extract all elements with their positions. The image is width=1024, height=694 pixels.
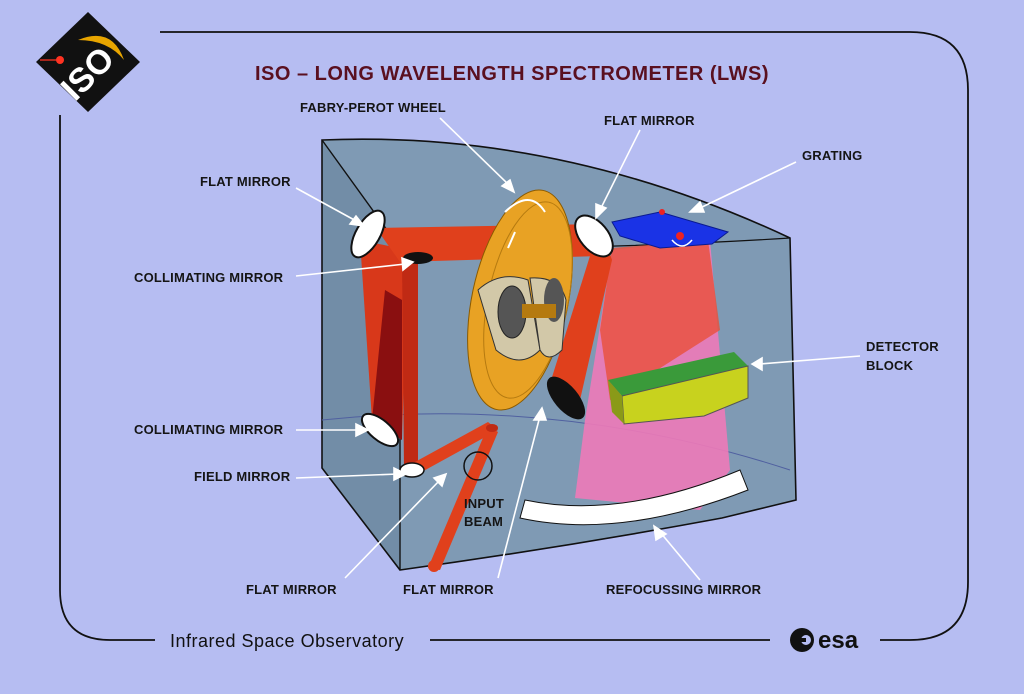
refocussing-mirror <box>519 469 749 526</box>
label-flat-mirror-top-left: FLAT MIRROR <box>200 174 291 189</box>
page-title: ISO – LONG WAVELENGTH SPECTROMETER (LWS) <box>255 63 769 85</box>
flat-mirror-top-left <box>350 209 386 259</box>
label-flat-mirror-bottom-center: FLAT MIRROR <box>403 582 494 597</box>
grating <box>611 209 730 249</box>
frame-border <box>59 31 969 641</box>
label-collimating-mirror-upper: COLLIMATING MIRROR <box>134 270 284 285</box>
esa-logo-text: esa <box>818 627 859 654</box>
leader-lines <box>295 117 861 581</box>
label-detector-block-1: DETECTOR <box>866 339 939 354</box>
footer-text: Infrared Space Observatory <box>170 631 404 651</box>
label-input-beam-2: BEAM <box>464 514 503 529</box>
label-field-mirror: FIELD MIRROR <box>194 469 291 484</box>
label-input-beam-1: INPUT <box>464 496 504 511</box>
input-beam-aperture <box>463 451 493 481</box>
label-collimating-mirror-lower: COLLIMATING MIRROR <box>134 422 284 437</box>
fabry-perot-wheel <box>467 189 573 411</box>
flat-mirror-bottom-center <box>546 376 586 420</box>
label-flat-mirror-top-right: FLAT MIRROR <box>604 113 695 128</box>
label-flat-mirror-bottom-left: FLAT MIRROR <box>246 582 337 597</box>
label-refocussing-mirror: REFOCUSSING MIRROR <box>606 582 762 597</box>
label-grating: GRATING <box>802 148 862 163</box>
grating-beam <box>600 240 720 400</box>
esa-logo: esa <box>790 627 859 654</box>
flat-mirror-top-right <box>574 214 614 258</box>
iso-logo: ISO <box>36 12 140 112</box>
collimating-mirror-lower <box>360 412 400 448</box>
label-detector-block-2: BLOCK <box>866 358 914 373</box>
label-fabry-perot-wheel: FABRY-PEROT WHEEL <box>300 100 446 115</box>
detector-block <box>608 352 749 425</box>
